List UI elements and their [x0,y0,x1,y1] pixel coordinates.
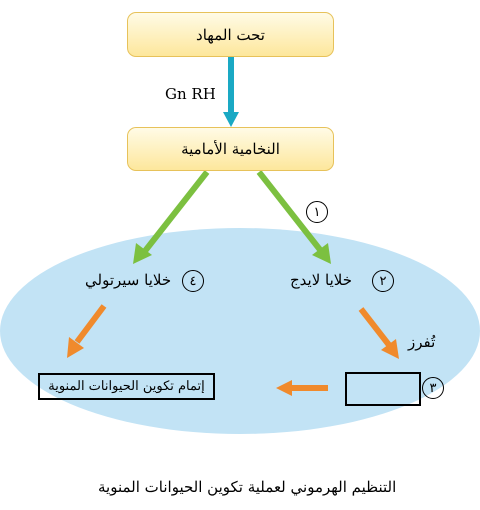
sertoli-arrow [142,170,210,253]
hypothalamus-box: تحت المهاد [127,12,334,57]
caption: التنظيم الهرموني لعملية تكوين الحيوانات … [98,478,397,496]
leydig-arrow [256,170,324,253]
step-3-number: ٣ [429,380,437,396]
secrete-completion-arrowhead [276,380,292,396]
sertoli-label: خلايا سيرتولي [85,271,172,289]
leydig-label: خلايا لايدج [290,271,353,289]
sertoli-completion-arrowhead [67,337,84,358]
leydig-secrete-arrowhead [381,339,399,359]
step-2-number: ٢ [379,273,387,289]
completion-box: إتمام تكوين الحيوانات المنوية [38,373,215,400]
pituitary-label: النخامية الأمامية [181,140,280,158]
step-4-marker: ٤ [182,270,204,292]
completion-label: إتمام تكوين الحيوانات المنوية [48,379,205,394]
step-4-number: ٤ [189,273,197,289]
gnrh-label: Gn RH [165,85,216,103]
hypothalamus-label: تحت المهاد [196,25,265,44]
testis-ellipse [0,228,480,434]
step-2-marker: ٢ [372,270,394,292]
step-3-marker: ٣ [422,377,444,399]
pituitary-box: النخامية الأمامية [127,127,334,171]
leydig-secrete-arrow [358,307,392,347]
sertoli-arrowhead [133,243,152,264]
gnrh-arrowhead [223,112,239,127]
leydig-arrowhead [312,243,331,264]
sertoli-completion-arrow [74,304,107,344]
step-1-marker: ١ [306,201,328,223]
secrete-label: تُفرز [408,333,436,351]
secreted-hormone-box [345,372,421,406]
step-1-number: ١ [313,204,321,220]
